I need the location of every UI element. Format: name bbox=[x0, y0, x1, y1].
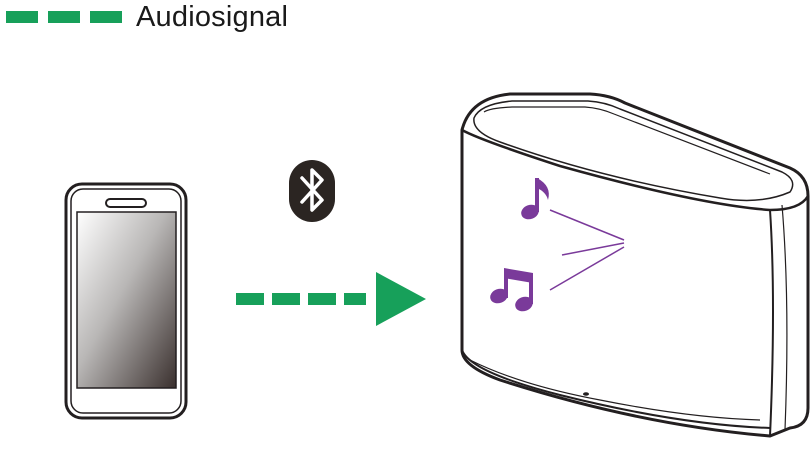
legend: Audiosignal bbox=[6, 0, 288, 34]
signal-dash bbox=[272, 293, 300, 305]
signal-dash bbox=[344, 293, 366, 305]
legend-dash bbox=[90, 11, 122, 23]
music-note-icon bbox=[521, 178, 549, 220]
phone-screen bbox=[76, 211, 177, 389]
beamed-notes-icon bbox=[490, 268, 533, 312]
sound-waves bbox=[549, 209, 625, 291]
speaker-indicator bbox=[583, 392, 589, 396]
smartphone bbox=[64, 182, 188, 420]
legend-label: Audiosignal bbox=[136, 0, 289, 33]
arrow-head bbox=[376, 272, 426, 326]
audio-signal-arrow bbox=[236, 272, 426, 326]
legend-dash-swatch bbox=[6, 11, 122, 23]
signal-dash bbox=[308, 293, 336, 305]
legend-dash bbox=[6, 11, 38, 23]
bluetooth-icon bbox=[289, 160, 335, 222]
legend-dash bbox=[48, 11, 80, 23]
phone-speaker-slot bbox=[105, 198, 147, 208]
speaker bbox=[460, 92, 810, 438]
signal-dash bbox=[236, 293, 264, 305]
